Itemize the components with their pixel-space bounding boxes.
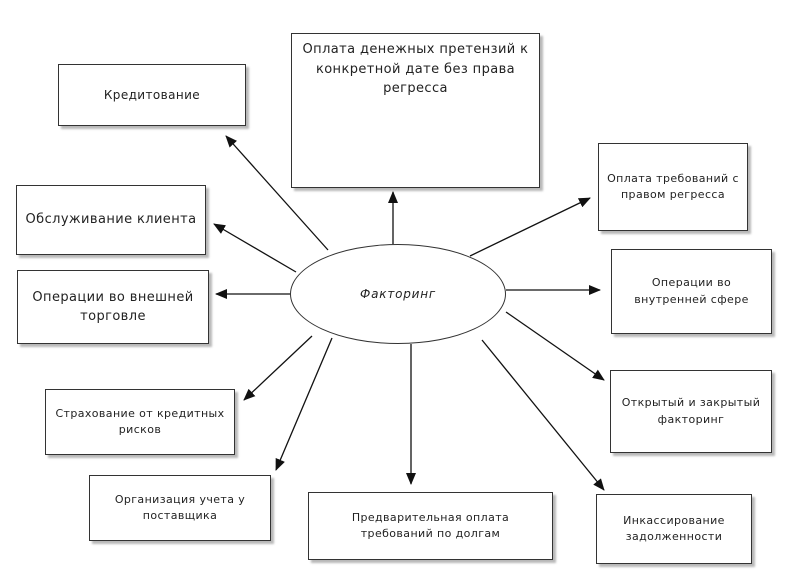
node-foreign-trade-label: Операции во внешней торговле bbox=[32, 289, 194, 325]
node-prepayment-label: Предварительная оплата требований по дол… bbox=[351, 510, 510, 541]
node-payment-recourse: Оплата требований с правом регресса bbox=[598, 143, 748, 231]
node-domestic-label: Операции во внутренней сфере bbox=[634, 276, 749, 306]
arrow-to-collection bbox=[481, 339, 605, 491]
node-domestic: Операции во внутренней сфере bbox=[611, 249, 772, 334]
node-payment-no-recourse-label: Оплата денежных претензий к конкретной д… bbox=[302, 42, 529, 96]
node-payment-no-recourse: Оплата денежных претензий к конкретной д… bbox=[291, 33, 540, 188]
arrow-to-credit bbox=[225, 135, 329, 251]
node-credit-insurance-label: Страхование от кредитных рисков bbox=[55, 406, 225, 437]
node-client-service: Обслуживание клиента bbox=[16, 185, 206, 255]
node-open-closed: Открытый и закрытый факторинг bbox=[610, 370, 772, 453]
node-open-closed-label: Открытый и закрытый факторинг bbox=[621, 396, 761, 426]
arrow-to-credit-insurance bbox=[243, 335, 313, 401]
node-payment-recourse-label: Оплата требований с правом регресса bbox=[607, 171, 739, 202]
center-node-factoring: Факторинг bbox=[290, 244, 506, 344]
node-accounting: Организация учета у поставщика bbox=[89, 475, 271, 541]
node-collection: Инкассирование задолженности bbox=[596, 494, 752, 564]
node-collection-label: Инкассирование задолженности bbox=[623, 513, 725, 544]
node-credit-label: Кредитование bbox=[103, 88, 201, 102]
node-prepayment: Предварительная оплата требований по дол… bbox=[308, 492, 553, 560]
node-credit: Кредитование bbox=[58, 64, 246, 126]
arrow-to-client-service bbox=[213, 223, 297, 273]
node-credit-insurance: Страхование от кредитных рисков bbox=[45, 389, 235, 455]
node-accounting-label: Организация учета у поставщика bbox=[114, 492, 246, 523]
node-client-service-label: Обслуживание клиента bbox=[25, 212, 197, 228]
center-label: Факторинг bbox=[359, 287, 437, 301]
node-foreign-trade: Операции во внешней торговле bbox=[17, 270, 209, 344]
arrow-to-open-closed bbox=[505, 311, 605, 381]
arrow-to-accounting bbox=[275, 337, 333, 471]
arrow-to-payment-recourse bbox=[469, 197, 591, 257]
